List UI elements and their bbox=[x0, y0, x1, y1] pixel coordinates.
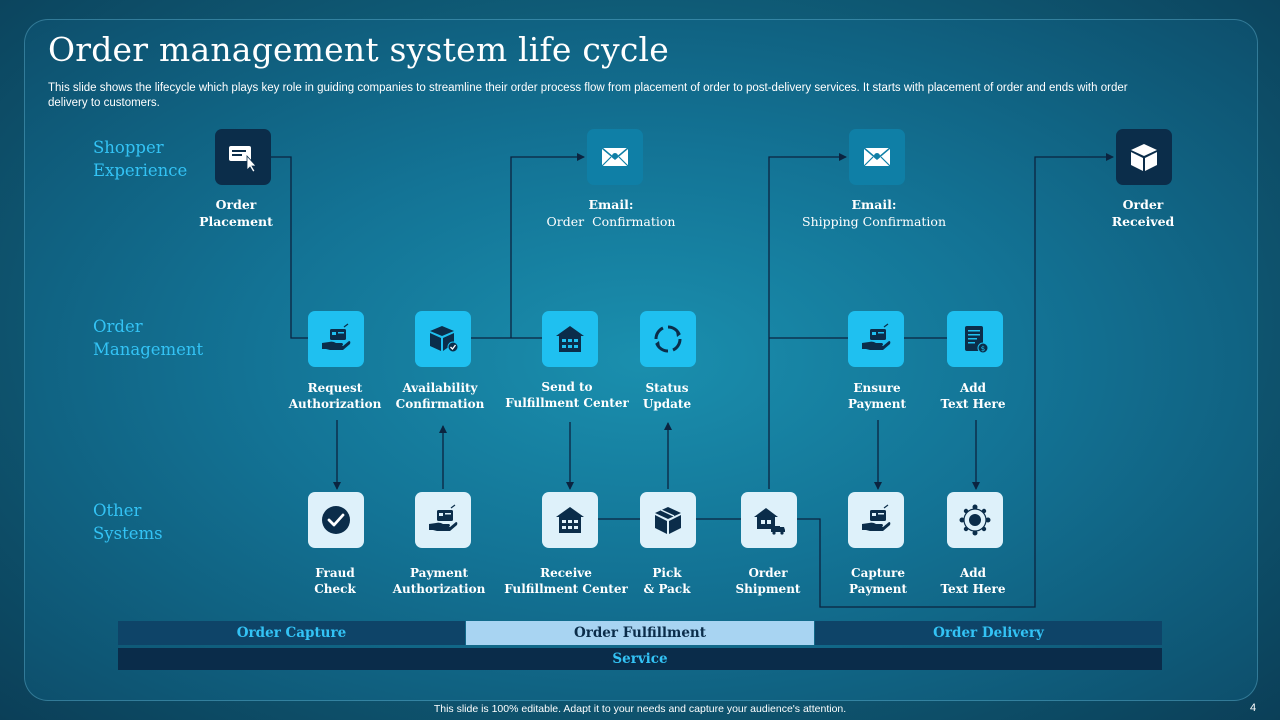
package-icon bbox=[655, 507, 681, 534]
email-order-confirmation-label: Email: Order Confirmation bbox=[546, 197, 676, 229]
order-placement-label: Order Placement bbox=[199, 197, 273, 229]
add-text-node-1[interactable]: $ bbox=[947, 311, 1003, 367]
hand-card-icon bbox=[429, 504, 458, 531]
phase-service: Service bbox=[118, 648, 1162, 670]
payment-authorization-label: Payment Authorization bbox=[392, 566, 486, 596]
send-fulfillment-center-label: Send to Fulfillment Center bbox=[505, 380, 629, 410]
add-text-label-2: Add Text Here bbox=[940, 566, 1006, 596]
order-shipment-node[interactable] bbox=[741, 492, 797, 548]
email-order-confirmation-node[interactable] bbox=[587, 129, 643, 185]
check-circle-icon bbox=[322, 506, 350, 534]
package-icon bbox=[1131, 144, 1157, 171]
document-icon: $ bbox=[965, 326, 989, 354]
availability-confirmation-label: Availability Confirmation bbox=[395, 381, 485, 411]
warehouse-icon bbox=[556, 326, 584, 352]
email-icon bbox=[601, 147, 629, 167]
hand-card-icon bbox=[322, 323, 351, 350]
phase-order-delivery: Order Delivery bbox=[815, 621, 1162, 645]
page-subtitle: This slide shows the lifecycle which pla… bbox=[48, 82, 1128, 109]
capture-payment-label: Capture Payment bbox=[848, 566, 908, 596]
row-label-shopper-experience: Shopper Experience bbox=[93, 138, 188, 180]
click-form-icon bbox=[229, 146, 257, 173]
fraud-check-label: Fraud Check bbox=[314, 566, 356, 596]
email-shipping-confirmation-label: Email: Shipping Confirmation bbox=[802, 197, 946, 229]
ensure-payment-node[interactable] bbox=[848, 311, 904, 367]
status-update-label: Status Update bbox=[642, 381, 692, 411]
page-title: Order management system life cycle bbox=[48, 30, 670, 69]
email-shipping-confirmation-node[interactable] bbox=[849, 129, 905, 185]
ensure-payment-label: Ensure Payment bbox=[847, 381, 907, 411]
availability-confirmation-node[interactable] bbox=[415, 311, 471, 367]
network-icon bbox=[959, 504, 991, 536]
row-label-order-management: Order Management bbox=[93, 317, 204, 359]
email-icon bbox=[863, 147, 891, 167]
hand-card-icon bbox=[862, 323, 891, 350]
order-shipment-label: Order Shipment bbox=[735, 566, 801, 596]
phase-order-fulfillment: Order Fulfillment bbox=[466, 621, 814, 645]
refresh-icon bbox=[654, 325, 682, 353]
hand-card-icon bbox=[862, 504, 891, 531]
receive-fulfillment-center-node[interactable] bbox=[542, 492, 598, 548]
capture-payment-node[interactable] bbox=[848, 492, 904, 548]
payment-authorization-node[interactable] bbox=[415, 492, 471, 548]
order-received-node[interactable] bbox=[1116, 129, 1172, 185]
truck-house-icon bbox=[754, 508, 785, 535]
order-placement-node[interactable] bbox=[215, 129, 271, 185]
add-text-node-2[interactable] bbox=[947, 492, 1003, 548]
fraud-check-node[interactable] bbox=[308, 492, 364, 548]
status-update-node[interactable] bbox=[640, 311, 696, 367]
footer-note: This slide is 100% editable. Adapt it to… bbox=[433, 703, 847, 715]
pick-pack-label: Pick & Pack bbox=[643, 566, 691, 596]
warehouse-icon bbox=[556, 507, 584, 533]
add-text-label-1: Add Text Here bbox=[940, 381, 1006, 411]
receive-fulfillment-center-label: Receive Fulfillment Center bbox=[504, 566, 628, 596]
pick-pack-node[interactable] bbox=[640, 492, 696, 548]
request-authorization-node[interactable] bbox=[308, 311, 364, 367]
phase-order-capture: Order Capture bbox=[118, 621, 465, 645]
order-received-label: Order Received bbox=[1111, 197, 1175, 229]
request-authorization-label: Request Authorization bbox=[288, 381, 382, 411]
svg-text:$: $ bbox=[981, 345, 985, 353]
row-label-other-systems: Other Systems bbox=[93, 501, 163, 543]
page-number: 4 bbox=[1250, 702, 1257, 714]
send-fulfillment-center-node[interactable] bbox=[542, 311, 598, 367]
box-check-icon bbox=[430, 326, 459, 353]
